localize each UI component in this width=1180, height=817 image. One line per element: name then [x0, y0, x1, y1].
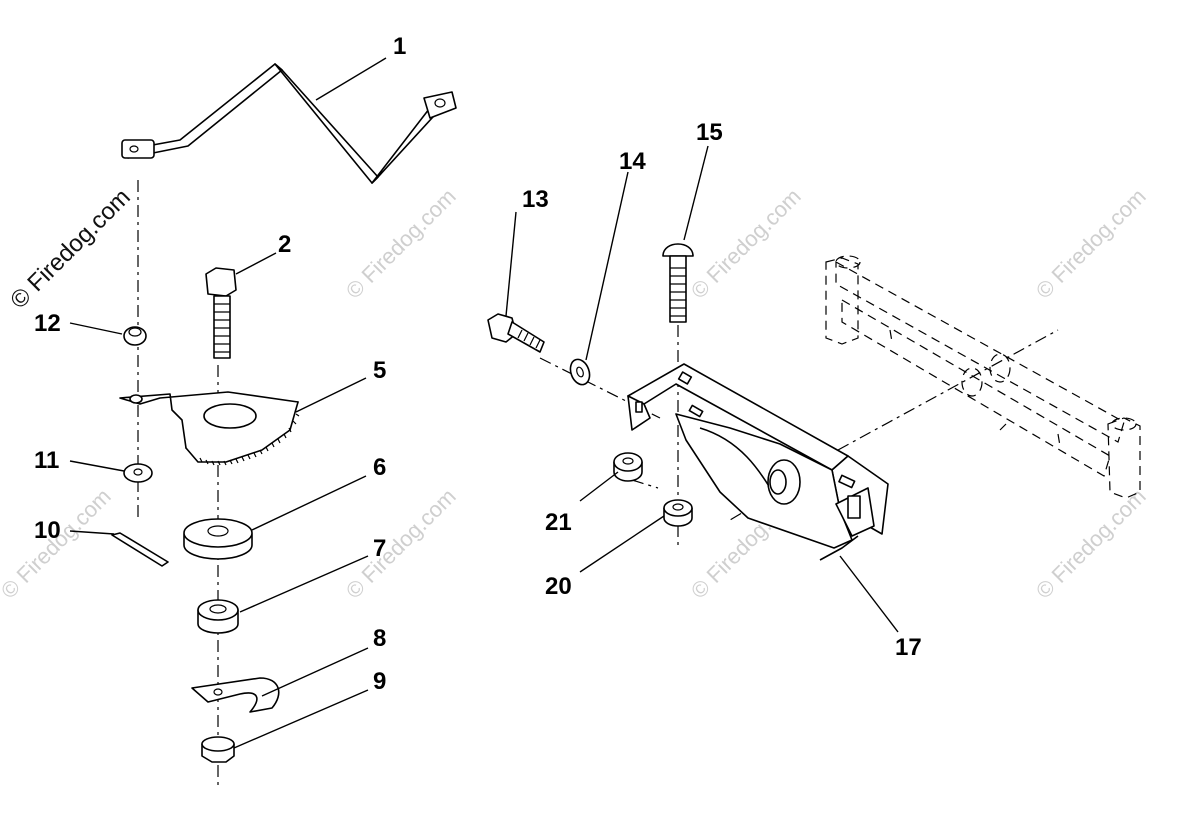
part-8-clip: [191, 677, 280, 713]
part-13-hex-bolt: [487, 313, 545, 353]
leader-lines: [69, 57, 899, 749]
callout-13: 13: [522, 186, 549, 213]
watermark-faint: © Firedog.com: [341, 484, 461, 604]
part-7-hex-nut: [197, 599, 239, 634]
callout-2: 2: [278, 231, 291, 258]
watermark-faint: © Firedog.com: [686, 184, 806, 304]
part-5-gear-sector: [119, 391, 300, 466]
callout-21: 21: [545, 509, 572, 536]
callout-1: 1: [393, 33, 406, 60]
watermark-faint: © Firedog.com: [341, 184, 461, 304]
part-1-rod: [121, 63, 457, 184]
part-20-nut: [663, 499, 693, 527]
callout-9: 9: [373, 668, 386, 695]
part-17-bracket: [627, 363, 889, 561]
part-11-washer: [123, 463, 153, 483]
centerline-axle: [837, 329, 1059, 451]
callout-11: 11: [34, 447, 59, 474]
watermark-main: © Firedog.com: [5, 184, 136, 315]
ghost-axle-assembly: [825, 255, 1141, 499]
callout-7: 7: [373, 535, 386, 562]
centerline-nut-21: [631, 479, 659, 489]
callout-17: 17: [895, 634, 922, 661]
part-10-cotter-pin: [111, 532, 169, 567]
part-9-hex-nut: [201, 736, 235, 763]
callout-labels: 1 2 5 6 7 8 9 12 11 10 13 14 15 17 21 20: [34, 33, 922, 695]
part-12-flange-nut: [123, 326, 147, 346]
callout-10: 10: [34, 517, 61, 544]
callout-8: 8: [373, 625, 386, 652]
callout-6: 6: [373, 454, 386, 481]
callout-20: 20: [545, 573, 572, 600]
callout-15: 15: [696, 119, 723, 146]
part-14-washer: [569, 358, 591, 386]
callout-12: 12: [34, 310, 61, 337]
callout-5: 5: [373, 357, 386, 384]
part-21-nut: [613, 452, 643, 482]
callout-14: 14: [619, 148, 646, 175]
watermark-faint: © Firedog.com: [1031, 184, 1151, 304]
watermark-faint: © Firedog.com: [1031, 484, 1151, 604]
watermarks: © Firedog.com © Firedog.com © Firedog.co…: [0, 184, 1151, 604]
part-15-carriage-bolt: [662, 243, 694, 323]
part-2-hex-bolt: [205, 267, 237, 359]
part-6-spacer: [183, 518, 253, 560]
